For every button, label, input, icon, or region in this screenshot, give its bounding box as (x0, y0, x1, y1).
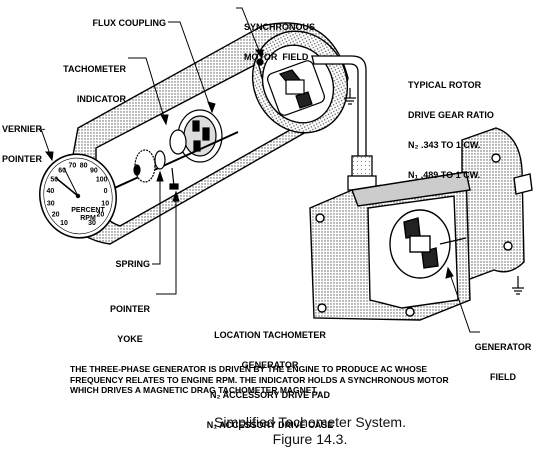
dial-number: 30 (88, 220, 96, 227)
dial-center-text: PERCENT (71, 207, 105, 214)
dial-number: 20 (52, 212, 60, 219)
location-line1: LOCATION TACHOMETER (214, 330, 326, 340)
caption-line3: WHICH DRIVES A MAGNETIC DRAG TACHOMETER … (70, 385, 319, 395)
label-generator-field-line1: GENERATOR (474, 342, 532, 352)
label-generator-field: GENERATOR FIELD (468, 322, 538, 402)
dial-number: 0 (104, 188, 108, 195)
connecting-cable (311, 55, 377, 191)
caption-line1: THE THREE-PHASE GENERATOR IS DRIVEN BY T… (70, 364, 428, 374)
figure-number: Figure 14.3. (272, 431, 348, 447)
label-tachometer-indicator-line1: TACHOMETER (63, 64, 126, 74)
label-synchronous-motor-field-line2: MOTOR FIELD (244, 52, 309, 62)
label-tachometer-indicator-line2: INDICATOR (76, 94, 126, 104)
gear-ratio-note: TYPICAL ROTOR DRIVE GEAR RATIO N₂ .343 T… (408, 60, 494, 200)
label-vernier-pointer-line1: VERNIER- (2, 124, 46, 134)
label-flux-coupling: FLUX COUPLING (92, 18, 167, 28)
label-synchronous-motor-field: SYNCHRONOUS MOTOR FIELD (244, 2, 315, 82)
label-pointer-yoke: POINTER YOKE (104, 284, 156, 364)
dial-number: 60 (58, 168, 66, 175)
label-spring: SPRING (115, 259, 150, 269)
tachometer-generator (309, 127, 533, 321)
gear-ratio-title-line1: TYPICAL ROTOR (408, 80, 482, 90)
caption-line2: FREQUENCY RELATES TO ENGINE RPM. THE IND… (70, 374, 449, 385)
dial-number: 100 (96, 176, 108, 183)
dial-center-text: RPM (80, 215, 96, 222)
dial-number: 50 (50, 176, 58, 183)
label-generator-field-line2: FIELD (490, 372, 516, 382)
location-line3: N₂ ACCESSORY DRIVE PAD (209, 390, 331, 400)
dial-number: 70 (69, 163, 77, 170)
location-note: LOCATION TACHOMETER GENERATOR N₂ ACCESSO… (190, 310, 350, 450)
gear-ratio-n2: N₂ .343 TO 1 CW. (408, 140, 481, 150)
dial-number: 20 (97, 212, 105, 219)
dial-number: 30 (47, 200, 55, 207)
location-line2: GENERATOR (241, 360, 299, 370)
label-pointer-yoke-line2: YOKE (117, 334, 143, 344)
dial-number: 90 (90, 168, 98, 175)
dial-number: 40 (47, 188, 55, 195)
location-line4: N₁ ACCESSORY DRIVE CASE (206, 420, 334, 430)
dial-number: 10 (101, 200, 109, 207)
label-tachometer-indicator: TACHOMETER INDICATOR (36, 44, 126, 124)
pointer-shaft-assembly (109, 131, 239, 191)
figure-title: Simplified Tachometer System. (214, 414, 406, 430)
dial-number: 10 (60, 220, 68, 227)
label-vernier-pointer: VERNIER- POINTER (2, 104, 45, 184)
diagram-caption: THE THREE-PHASE GENERATOR IS DRIVEN BY T… (70, 364, 530, 396)
label-vernier-pointer-line2: POINTER (2, 154, 43, 164)
gear-ratio-n1: N₁ .489 TO 1 CW. (408, 170, 481, 180)
leader-lines (36, 7, 480, 333)
gear-ratio-title-line2: DRIVE GEAR RATIO (408, 110, 494, 120)
dial-number: 80 (80, 163, 88, 170)
figure-caption: Simplified Tachometer System. Figure 14.… (160, 414, 460, 448)
label-synchronous-motor-field-line1: SYNCHRONOUS (244, 22, 316, 32)
label-pointer-yoke-line1: POINTER (109, 304, 150, 314)
synchronous-motor-field (256, 58, 325, 116)
